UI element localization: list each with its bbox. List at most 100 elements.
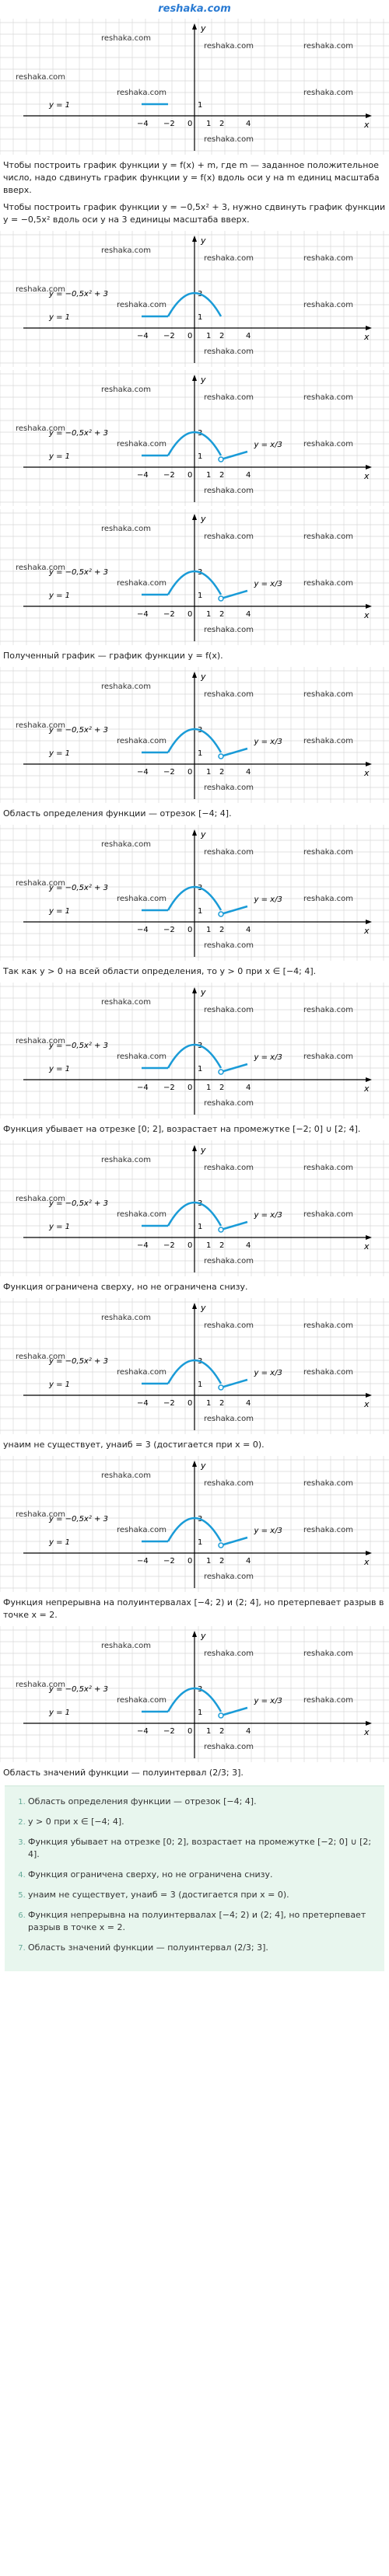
tick-label: 4 [246, 1241, 251, 1250]
watermark: reshaka.com [117, 579, 166, 588]
tick-label: 1 [198, 1538, 202, 1547]
watermark: reshaka.com [303, 1210, 353, 1219]
label-line-frac: y = x/3 [254, 1053, 282, 1062]
tick-label: 2 [219, 926, 224, 934]
watermark: reshaka.com [101, 1642, 151, 1650]
curve-parabola [166, 728, 223, 753]
curve-linear [220, 1220, 248, 1231]
watermark: reshaka.com [204, 135, 254, 144]
y-axis-arrow [192, 1145, 197, 1151]
tick-label: −2 [163, 926, 175, 934]
label-line-frac: y = x/3 [254, 580, 282, 588]
watermark: reshaka.com [204, 347, 254, 356]
tick-label: 4 [246, 1727, 251, 1736]
tick-label: 4 [246, 120, 251, 128]
x-axis-arrow [366, 762, 372, 766]
y-axis-label: y [200, 1303, 206, 1313]
label-line-top: y = 1 [48, 313, 70, 322]
tick-label: −4 [137, 120, 149, 128]
y-axis-label: y [200, 1631, 206, 1641]
summary-item: y > 0 при x ∈ [−4; 4]. [28, 1816, 378, 1828]
label-line-top: y = 1 [48, 1065, 70, 1073]
tick-label: 1 [198, 749, 202, 758]
x-axis-label: x [363, 768, 370, 778]
y-axis-arrow [192, 987, 197, 993]
label-line-top: y = 1 [48, 1380, 70, 1389]
watermark: reshaka.com [117, 1696, 166, 1705]
tick-label: −4 [137, 1241, 149, 1250]
watermark: reshaka.com [101, 998, 151, 1007]
tick-label: 1 [198, 313, 202, 322]
watermark: reshaka.com [303, 89, 353, 97]
watermark: reshaka.com [16, 879, 65, 888]
watermark: reshaka.com [16, 1510, 65, 1519]
x-axis-label: x [363, 1557, 370, 1567]
tick-label: 2 [219, 332, 224, 340]
site-title[interactable]: reshaka.com [158, 3, 231, 15]
tick-label: 4 [246, 332, 251, 340]
label-line-top: y = 1 [48, 1223, 70, 1231]
label-parabola: y = −0,5x² + 3 [48, 568, 108, 577]
summary-item: Функция убывает на отрезке [0; 2], возра… [28, 1836, 378, 1861]
watermark: reshaka.com [303, 1321, 353, 1330]
label-line-top: y = 1 [48, 1709, 70, 1717]
watermark: reshaka.com [101, 1156, 151, 1164]
summary-item: Функция ограничена сверху, но не огранич… [28, 1869, 378, 1881]
label-parabola: y = −0,5x² + 3 [48, 1515, 108, 1524]
watermark: reshaka.com [16, 73, 65, 82]
label-parabola: y = −0,5x² + 3 [48, 290, 108, 298]
tick-label: 0 [187, 1727, 192, 1736]
watermark: reshaka.com [117, 440, 166, 449]
tick-label: 2 [219, 1084, 224, 1092]
curve-parabola [166, 1201, 223, 1227]
watermark: reshaka.com [204, 393, 254, 402]
y-axis-label: y [200, 987, 206, 997]
tick-label: 1 [206, 1241, 211, 1250]
curve-parabola [166, 291, 223, 317]
watermark: reshaka.com [204, 532, 254, 541]
watermark: reshaka.com [303, 579, 353, 588]
tick-label: −2 [163, 1241, 175, 1250]
tick-label: 0 [187, 1399, 192, 1408]
x-axis-label: x [363, 471, 370, 481]
tick-label: −4 [137, 471, 149, 480]
watermark: reshaka.com [303, 1649, 353, 1658]
paragraph-continuity: Функция непрерывна на полуинтервалах [−4… [3, 1597, 384, 1620]
tick-label: −2 [163, 1727, 175, 1736]
watermark: reshaka.com [117, 895, 166, 903]
watermark: reshaka.com [204, 1479, 254, 1488]
curve-linear [220, 1536, 248, 1547]
watermark: reshaka.com [204, 626, 254, 634]
open-point [218, 1712, 224, 1719]
tick-label: 0 [187, 768, 192, 777]
curve-parabola [166, 1043, 223, 1069]
curve-parabola [166, 570, 223, 595]
watermark: reshaka.com [101, 840, 151, 849]
label-line-frac: y = x/3 [254, 1211, 282, 1220]
watermark: reshaka.com [16, 721, 65, 730]
y-axis-label: y [200, 514, 206, 524]
label-line-top: y = 1 [48, 907, 70, 916]
watermark: reshaka.com [303, 1479, 353, 1488]
summary-box: Область определения функции — отрезок [−… [5, 1785, 384, 1971]
label-parabola: y = −0,5x² + 3 [48, 1199, 108, 1208]
label-parabola: y = −0,5x² + 3 [48, 726, 108, 735]
tick-label: 2 [219, 1399, 224, 1408]
tick-label: −2 [163, 120, 175, 128]
tick-label: 2 [219, 1727, 224, 1736]
tick-label: 4 [246, 768, 251, 777]
y-axis-label: y [200, 1461, 206, 1471]
curve-parabola [166, 1517, 223, 1542]
tick-label: 1 [206, 926, 211, 934]
watermark: reshaka.com [101, 1314, 151, 1322]
watermark: reshaka.com [303, 1368, 353, 1377]
y-axis-label: y [200, 829, 206, 839]
paragraph-extrema: yнаим не существует, yнаиб = 3 (достигае… [3, 1440, 265, 1450]
tick-label: 0 [187, 1557, 192, 1565]
tick-label: 1 [206, 120, 211, 128]
